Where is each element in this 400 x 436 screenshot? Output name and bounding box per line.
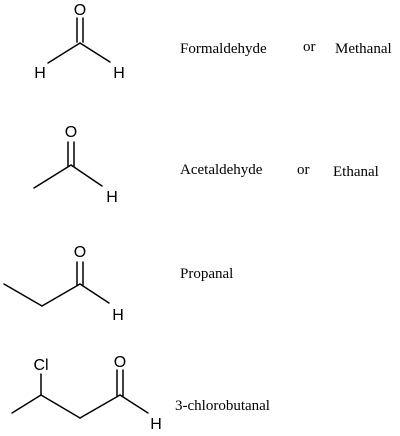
acetaldehyde-hydrogen: H bbox=[106, 189, 118, 206]
c-h-bond-left bbox=[47, 42, 81, 64]
c-h-bond bbox=[70, 164, 103, 187]
formaldehyde-name: Formaldehyde bbox=[180, 41, 267, 57]
chlorobutanal-chlorine: Cl bbox=[33, 357, 48, 374]
formaldehyde-hydrogen-right: H bbox=[113, 65, 125, 82]
c1-c2-bond bbox=[3, 283, 43, 307]
c3-c2-bond bbox=[40, 394, 81, 419]
propanal-hydrogen: H bbox=[112, 307, 124, 324]
c4-c3-bond bbox=[11, 394, 42, 414]
acetaldehyde-or: or bbox=[297, 162, 310, 178]
formaldehyde-alt-name: Methanal bbox=[335, 41, 392, 57]
c-h-bond bbox=[119, 394, 149, 414]
acetaldehyde-name: Acetaldehyde bbox=[180, 162, 263, 178]
acetaldehyde-structure bbox=[33, 141, 103, 189]
chlorobutanal-name: 3-chlorobutanal bbox=[175, 398, 270, 414]
chlorobutanal-hydrogen: H bbox=[150, 416, 162, 433]
chlorobutanal-oxygen: O bbox=[114, 354, 126, 371]
formaldehyde-or: or bbox=[303, 39, 316, 55]
c2-c1-bond bbox=[79, 394, 121, 419]
formaldehyde-structure bbox=[47, 17, 111, 64]
formaldehyde-hydrogen-left: H bbox=[34, 65, 46, 82]
formaldehyde-oxygen: O bbox=[74, 2, 86, 19]
c-h-bond bbox=[79, 283, 110, 304]
acetaldehyde-alt-name: Ethanal bbox=[333, 164, 379, 180]
c2-c3-bond bbox=[41, 283, 81, 307]
propanal-name: Propanal bbox=[180, 266, 233, 282]
c-h-bond-right bbox=[79, 42, 111, 63]
propanal-oxygen: O bbox=[74, 244, 86, 261]
chlorobutanal-structure bbox=[11, 369, 149, 419]
acetaldehyde-oxygen: O bbox=[65, 124, 77, 141]
cc-bond bbox=[33, 164, 72, 189]
propanal-structure bbox=[3, 261, 110, 307]
